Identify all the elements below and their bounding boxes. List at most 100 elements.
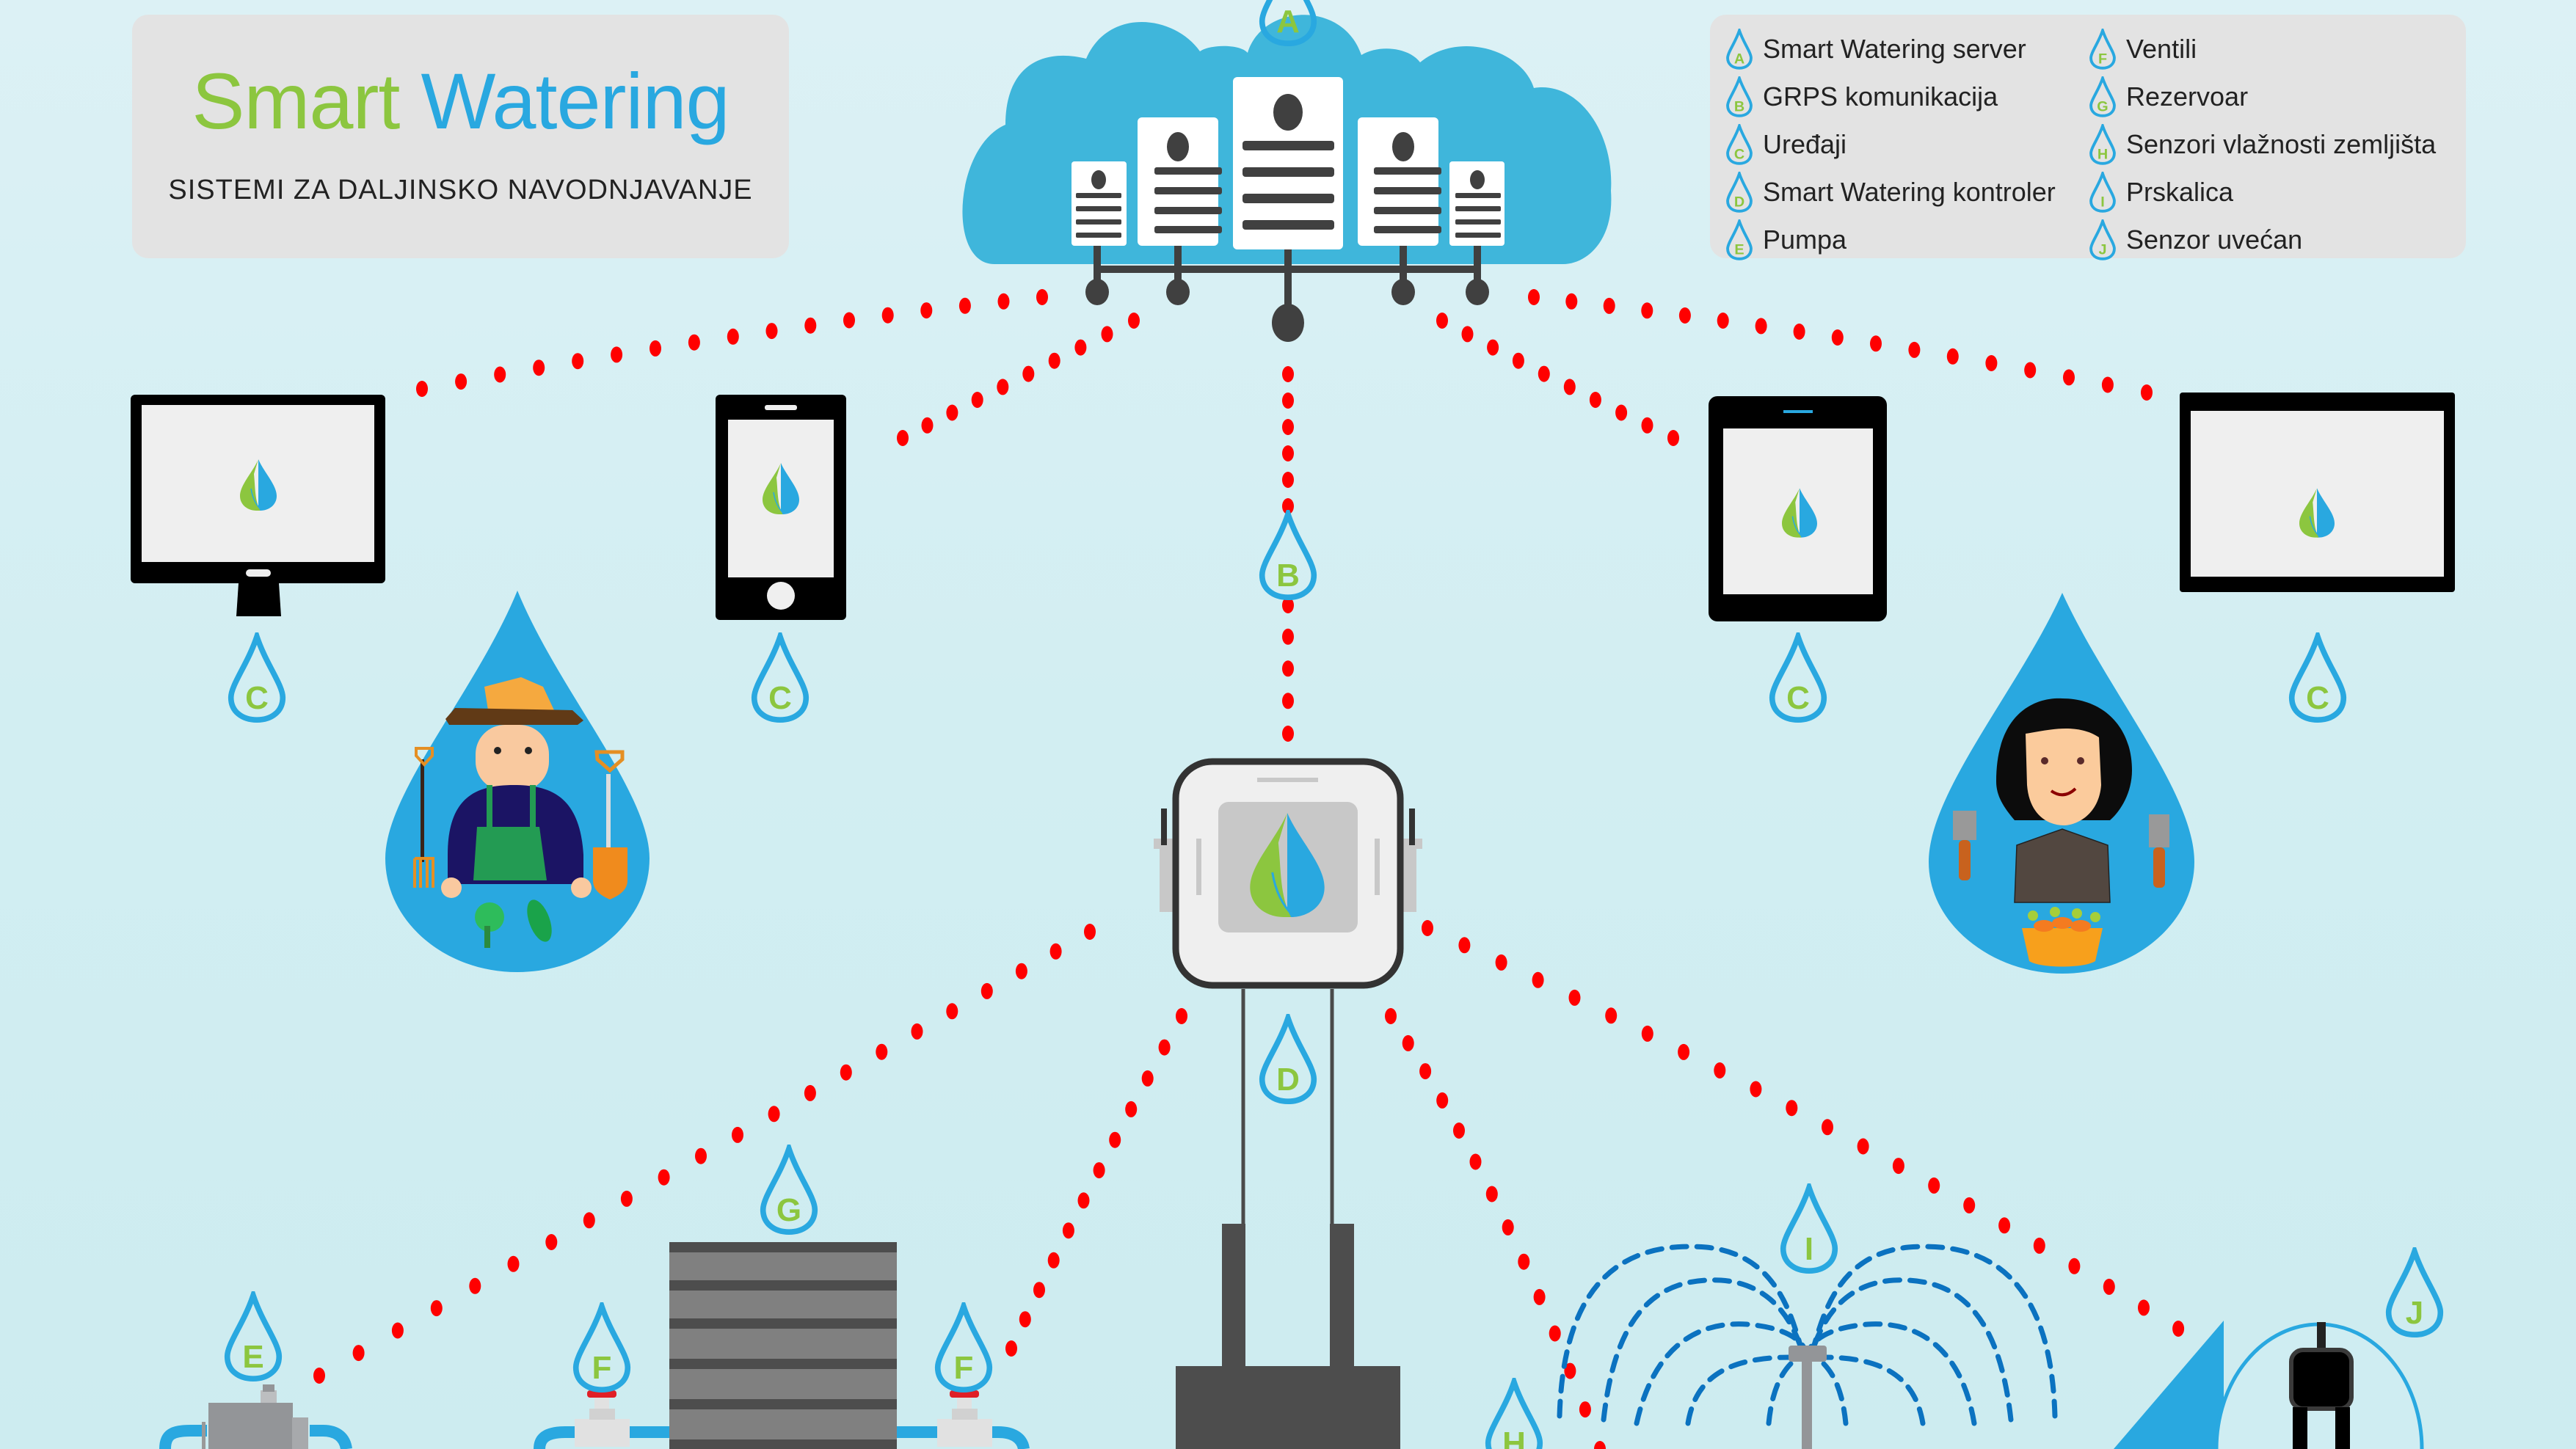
connection-dot: [1538, 365, 1550, 382]
connection-dot: [1015, 963, 1027, 979]
svg-text:J: J: [2098, 241, 2106, 258]
marker-valve-right: F: [938, 1307, 990, 1390]
marker-device-tablet: C: [1772, 637, 1824, 720]
svg-text:H: H: [2097, 146, 2108, 162]
connection-dot: [920, 302, 933, 319]
valve-right: [897, 1390, 1030, 1449]
connection-dot: [1678, 1043, 1690, 1060]
marker-sprinkler: I: [1783, 1188, 1835, 1271]
connection-dot: [658, 1169, 670, 1186]
gardener-avatar: [1929, 593, 2194, 974]
connection-dot: [1282, 393, 1294, 409]
connection-dot: [1422, 920, 1433, 936]
connection-dot: [997, 293, 1010, 310]
connection-dot: [2063, 369, 2075, 386]
marker-letter: A: [1276, 4, 1300, 40]
connection-dot: [1549, 1325, 1561, 1342]
connection-dot: [1436, 1092, 1449, 1109]
legend-label: GRPS komunikacija: [1763, 81, 1998, 112]
connection-dot: [1047, 1252, 1060, 1269]
connection-dot: [1786, 1100, 1798, 1117]
legend-label: Smart Watering kontroler: [1763, 176, 2056, 207]
connection-dot: [352, 1345, 365, 1362]
connection-dot: [1036, 289, 1048, 305]
legend-label: Smart Watering server: [1763, 33, 2026, 64]
connection-dot: [843, 312, 855, 329]
connection-dot: [1870, 335, 1882, 352]
connection-dot: [1282, 472, 1294, 488]
device-tablet: [1709, 396, 1887, 621]
letter-drop-icon: G: [2089, 76, 2116, 117]
marker-letter: C: [245, 680, 269, 716]
letter-drop-icon: H: [2089, 123, 2116, 165]
connection-dot: [1033, 1282, 1045, 1299]
marker-letter: D: [1276, 1062, 1300, 1098]
connection-dot: [921, 417, 934, 434]
letter-drop-icon: C: [1726, 123, 1753, 165]
letter-drop-icon: I: [2089, 171, 2116, 213]
connection-dot: [688, 334, 700, 351]
device-phone: [716, 395, 846, 620]
connection-dot: [1603, 297, 1615, 314]
marker-letter: F: [592, 1350, 612, 1386]
marker-controller: D: [1262, 1018, 1314, 1102]
connection-dot: [1641, 1025, 1653, 1042]
connection-dot: [1282, 366, 1294, 382]
connection-dot: [1528, 289, 1540, 305]
connection-dot: [768, 1106, 780, 1123]
connection-dot: [1518, 1253, 1530, 1270]
letter-drop-icon: F: [2089, 28, 2116, 70]
connection-dot: [1487, 339, 1499, 356]
svg-text:F: F: [2098, 51, 2107, 67]
title-panel: Smart Watering SISTEMI ZA DALJINSKO NAVO…: [132, 15, 789, 258]
connection-dot: [1594, 1441, 1606, 1449]
connection-dot: [1074, 339, 1087, 356]
connection-dot: [1128, 313, 1140, 329]
marker-letter: G: [776, 1192, 801, 1228]
connection-dot: [971, 392, 983, 408]
marker-communication: B: [1262, 514, 1314, 598]
connection-dot: [1564, 1362, 1576, 1379]
connection-dot: [313, 1368, 325, 1384]
connection-dot: [416, 381, 428, 397]
marker-valve-left: F: [576, 1307, 628, 1390]
connection-dot: [1458, 937, 1471, 954]
marker-device-phone: C: [754, 637, 807, 720]
connection-dot: [620, 1190, 633, 1207]
connection-dot: [1485, 1186, 1498, 1202]
marker-reservoir: G: [763, 1149, 815, 1233]
connection-dot: [1717, 313, 1729, 329]
letter-drop-icon: E: [1726, 219, 1753, 260]
connection-dot: [1141, 1070, 1154, 1087]
connection-dot: [1084, 924, 1096, 940]
connection-dot: [2141, 384, 2153, 401]
connection-dot: [997, 379, 1009, 395]
connection-dot: [1282, 419, 1294, 435]
connection-dot: [876, 1043, 888, 1060]
connection-dot: [1533, 1288, 1546, 1305]
connection-dot: [1892, 1158, 1904, 1175]
legend-label: Ventili: [2126, 33, 2197, 64]
sprinkler: [1557, 1244, 2058, 1449]
svg-text:G: G: [2097, 98, 2108, 114]
connection-dot: [391, 1322, 404, 1339]
connection-dot: [2101, 376, 2114, 393]
page-title: Smart Watering: [132, 55, 789, 147]
legend-label: Senzori vlažnosti zemljišta: [2126, 128, 2437, 159]
connection-dot: [1436, 313, 1448, 329]
connection-dot: [1793, 324, 1805, 340]
connection-dot: [1453, 1123, 1465, 1139]
connection-dot: [911, 1023, 923, 1040]
device-monitor: [131, 395, 385, 616]
marker-letter: C: [1786, 680, 1810, 716]
marker-letter: C: [2306, 680, 2329, 716]
connection-dots: [313, 289, 2219, 1449]
connection-dot: [1512, 352, 1524, 369]
connection-dot: [1568, 989, 1581, 1006]
letter-drop-icon: B: [1726, 76, 1753, 117]
